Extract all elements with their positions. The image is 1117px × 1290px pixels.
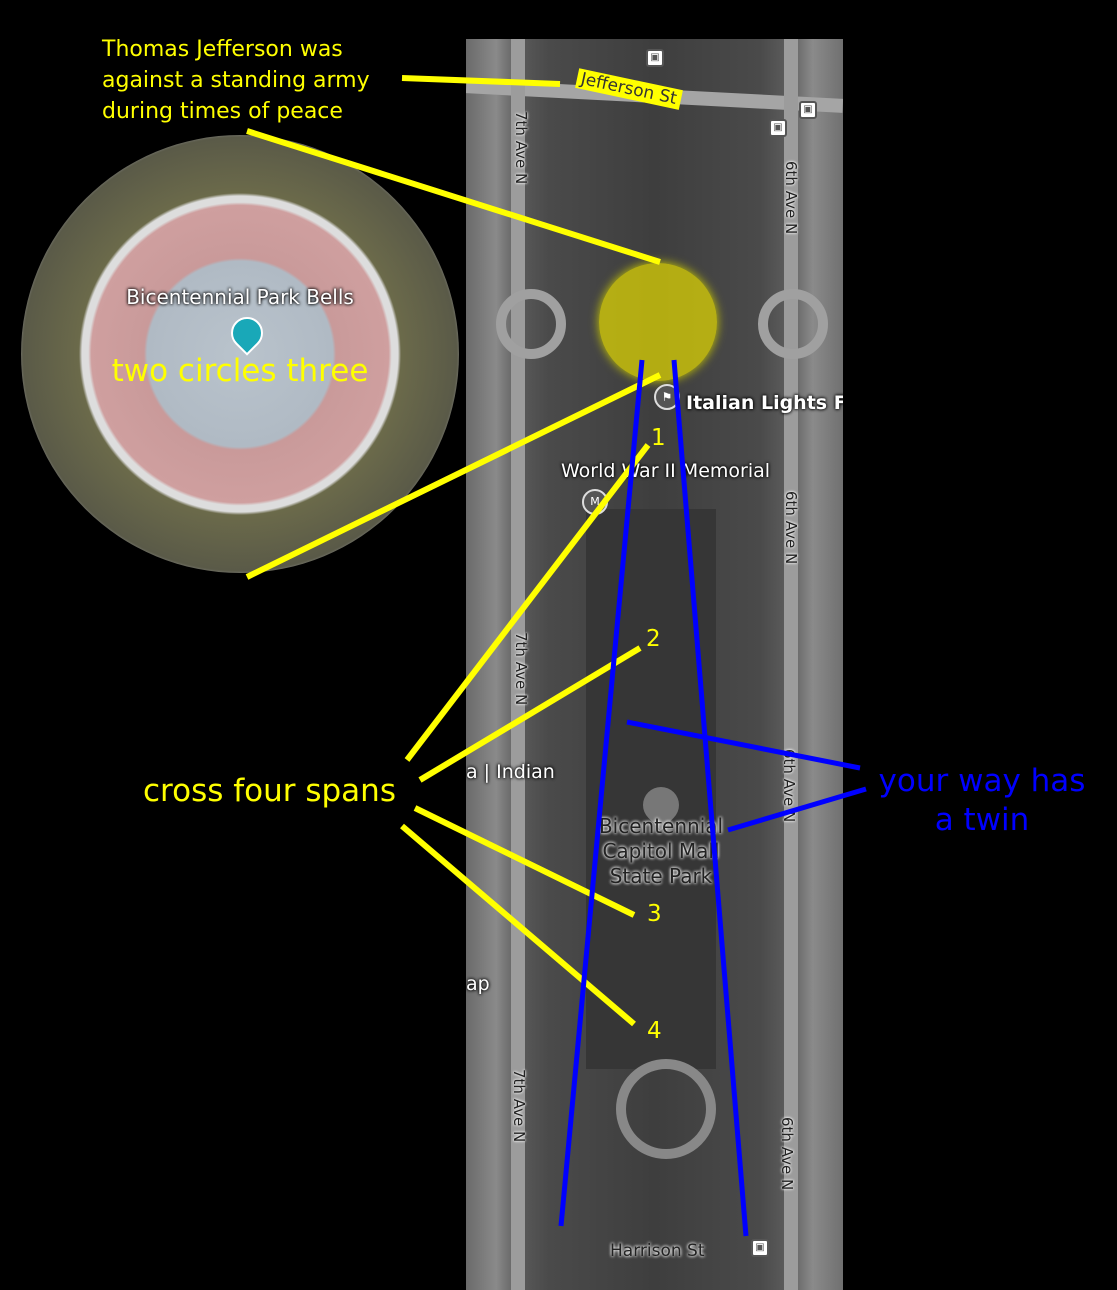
street-label: 7th Ave N (512, 111, 530, 185)
bus-stop-icon[interactable]: ▣ (799, 101, 817, 119)
bus-stop-icon[interactable]: ▣ (646, 49, 664, 67)
jefferson-note: Thomas Jefferson was against a standing … (102, 34, 370, 127)
spans-caption: cross four spans (143, 773, 396, 809)
roundabout (758, 289, 828, 359)
span-pointer-line-3 (413, 805, 636, 918)
poi-italian-lights[interactable]: Italian Lights Fe (686, 392, 843, 414)
amphitheater (616, 1059, 716, 1159)
route-line-right (671, 359, 749, 1237)
span-number-1: 1 (651, 425, 666, 451)
note-line: against a standing army (102, 68, 370, 93)
poi-park[interactable]: Bicentennial Capitol Mall State Park (591, 814, 731, 889)
harrison-st-label: Harrison St (610, 1241, 705, 1261)
highlighted-bells-circle (599, 263, 717, 381)
note-line: Thomas Jefferson was (102, 37, 343, 62)
roundabout (496, 289, 566, 359)
jefferson-pointer-line (401, 75, 561, 87)
poi-ap[interactable]: ap (466, 973, 490, 995)
street-label: 7th Ave N (510, 1069, 528, 1143)
park-label-line: Capitol Mall (602, 839, 720, 863)
street-label: 6th Ave N (782, 161, 800, 235)
park-label-line: State Park (609, 864, 713, 888)
park-label-line: Bicentennial (598, 814, 724, 838)
poi-indian[interactable]: a | Indian (466, 761, 555, 783)
inset-pointer-line-bottom (245, 372, 662, 580)
note-line: during times of peace (102, 99, 343, 124)
inset-pointer-line-top (246, 128, 661, 265)
street-label: 6th Ave N (780, 749, 798, 823)
twin-caption: your way has a twin (872, 762, 1092, 840)
span-pointer-line-4 (400, 823, 636, 1027)
street-label: 6th Ave N (778, 1117, 796, 1191)
street-label: 6th Ave N (782, 491, 800, 565)
poi-wwii-memorial[interactable]: World War II Memorial (561, 460, 771, 482)
inset-poi-label: Bicentennial Park Bells (126, 285, 354, 309)
twin-pointer-line-top (626, 719, 861, 771)
bells-inset-zoom: Bicentennial Park Bells two circles thre… (21, 135, 459, 573)
span-number-4: 4 (647, 1018, 662, 1044)
span-pointer-line-2 (418, 645, 642, 783)
twin-caption-line: a twin (934, 802, 1030, 838)
route-line-left (558, 359, 645, 1227)
bus-stop-icon[interactable]: ▣ (769, 119, 787, 137)
street-label: 7th Ave N (512, 632, 530, 706)
span-number-2: 2 (646, 626, 661, 652)
span-number-3: 3 (647, 901, 662, 927)
twin-caption-line: your way has (878, 763, 1086, 799)
circle-caption: two circles three (111, 353, 369, 389)
span-pointer-line-1 (404, 443, 651, 762)
twin-pointer-line-bottom (727, 786, 867, 833)
bus-stop-icon[interactable]: ▣ (751, 1239, 769, 1257)
